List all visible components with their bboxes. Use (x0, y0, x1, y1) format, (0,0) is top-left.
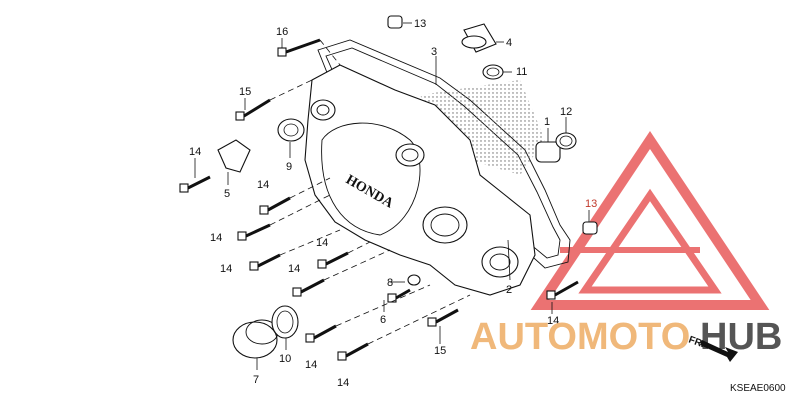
alignment-lines (269, 39, 471, 345)
oil-filler-cap (461, 23, 497, 53)
bolt-15b (427, 308, 459, 327)
label-14a: 14 (189, 146, 201, 158)
label-14h: 14 (337, 377, 349, 389)
label-14e: 14 (316, 237, 328, 249)
bolt-14f (292, 278, 325, 297)
bolts (179, 38, 579, 361)
label-12: 12 (560, 106, 572, 118)
label-14c: 14 (210, 232, 222, 244)
collar-1 (535, 141, 561, 163)
o-ring-12 (555, 132, 577, 150)
bolt-14h (337, 342, 369, 361)
front-arrow: FR. (687, 334, 738, 362)
label-13b: 13 (585, 198, 597, 210)
label-13a: 13 (414, 18, 426, 30)
bolt-14a (179, 175, 211, 193)
bolt-6 (387, 288, 411, 303)
label-14i: 14 (547, 315, 559, 327)
label-14d: 14 (220, 263, 232, 275)
watermark-text: AUTOMOTO HUB (470, 316, 782, 358)
label-4: 4 (506, 37, 512, 49)
crankcase-cover: HONDA (304, 64, 536, 296)
o-ring-10 (271, 305, 299, 339)
leader-lines (194, 22, 590, 370)
o-ring-11 (482, 64, 504, 80)
bolt-14i (546, 280, 579, 300)
bolt-15a (235, 98, 271, 121)
label-9: 9 (286, 161, 292, 173)
label-14g: 14 (305, 359, 317, 371)
part-labels: 13 3 4 11 1 12 13 16 15 9 14 5 14 14 14 … (189, 18, 597, 389)
shading (420, 80, 545, 175)
oil-seal-9 (277, 118, 305, 142)
bolt-14c (237, 223, 271, 241)
label-15b: 15 (434, 345, 446, 357)
watermark-part2: HUB (700, 316, 782, 358)
label-11: 11 (516, 66, 527, 78)
bolt-14e (317, 251, 349, 269)
label-10: 10 (279, 353, 291, 365)
watermark-part1: AUTOMOTO (470, 316, 690, 358)
diagram-code: KSEAE0600 (730, 383, 786, 394)
clamp-5 (217, 139, 251, 173)
washer-8 (407, 274, 421, 286)
label-1: 1 (544, 116, 550, 128)
label-7: 7 (253, 374, 259, 386)
plug-7 (232, 319, 279, 359)
label-8: 8 (387, 277, 393, 289)
label-16: 16 (276, 26, 288, 38)
bolt-14b (259, 196, 291, 215)
dowel-13a (387, 15, 403, 29)
front-marker: FR. (687, 334, 706, 350)
bolt-14d (249, 253, 281, 271)
dowel-13b (582, 221, 598, 235)
label-15a: 15 (239, 86, 251, 98)
label-2: 2 (506, 284, 512, 296)
label-3: 3 (431, 46, 437, 58)
label-6: 6 (380, 314, 386, 326)
label-5: 5 (224, 188, 230, 200)
bolt-16 (277, 38, 321, 57)
bolt-14g (305, 324, 337, 343)
watermark-logo (530, 130, 770, 310)
label-14b: 14 (257, 179, 269, 191)
label-14f: 14 (288, 263, 300, 275)
